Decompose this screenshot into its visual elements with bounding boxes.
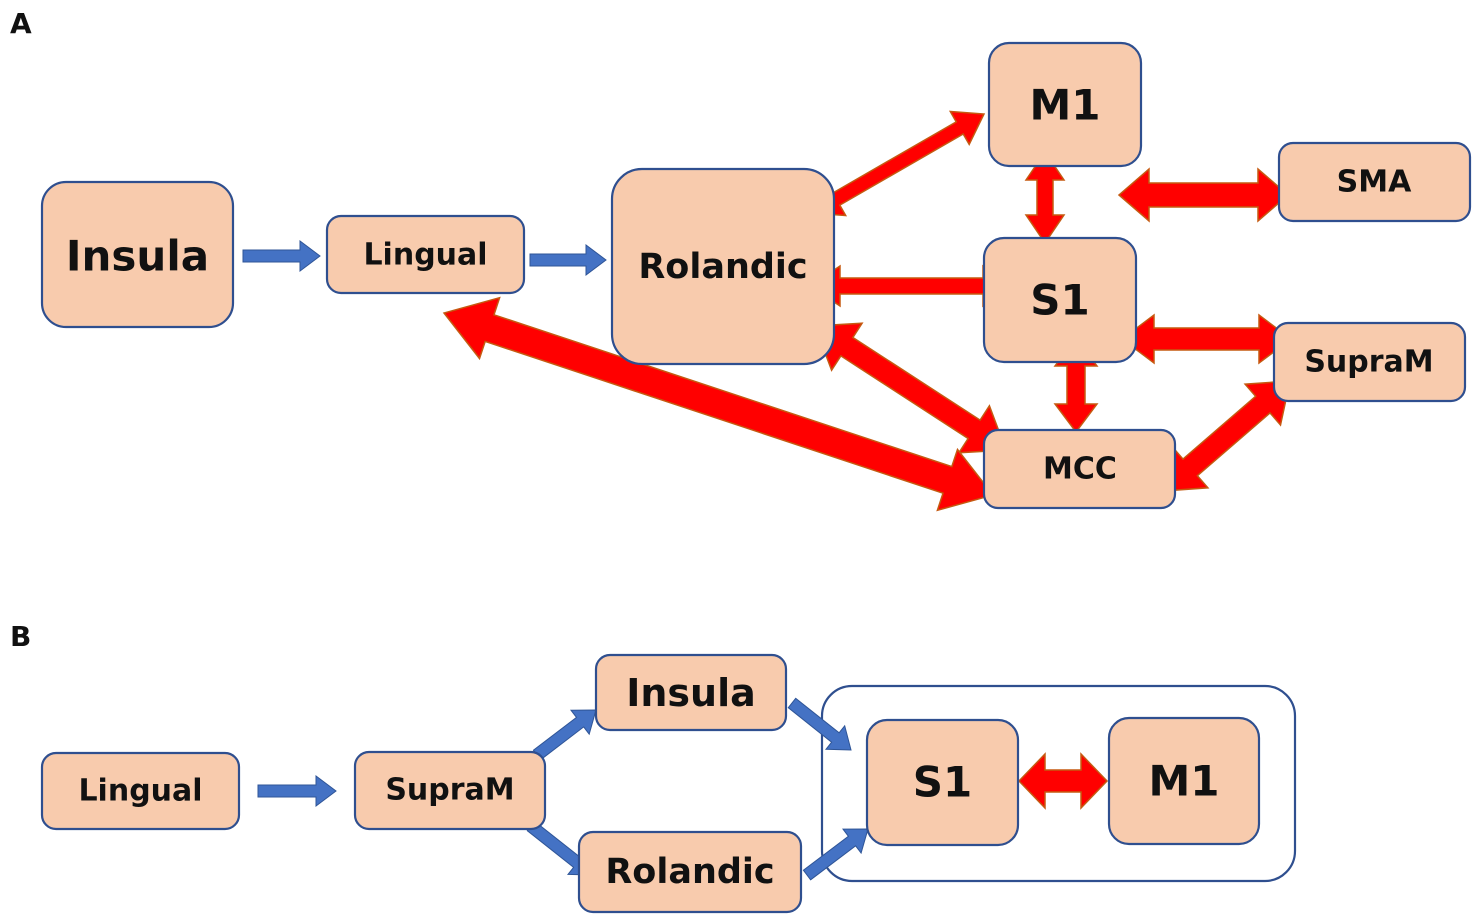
- node-b-supram-label: SupraM: [385, 773, 514, 808]
- arrow-b-lingual-to-supram: [257, 775, 337, 807]
- node-a-lingual-label: Lingual: [363, 238, 487, 273]
- arrow-sma-bidirectional: [1117, 167, 1290, 223]
- node-a-mcc-label: MCC: [1043, 452, 1117, 487]
- node-b-insula: Insula: [594, 653, 788, 732]
- node-b-rolandic: Rolandic: [577, 830, 803, 914]
- node-b-supram: SupraM: [353, 750, 547, 831]
- node-a-lingual: Lingual: [325, 214, 526, 295]
- arrow-b-insula-to-group: [787, 697, 852, 751]
- arrow-insula-to-lingual: [242, 240, 321, 272]
- arrow-b-supram-to-insula: [532, 709, 597, 761]
- node-a-insula-label: Insula: [66, 232, 209, 281]
- node-a-sma: SMA: [1277, 141, 1472, 223]
- node-a-m1-label: M1: [1029, 81, 1100, 130]
- arrow-b-s1-m1: [1017, 752, 1109, 810]
- panel-label-b: B: [10, 620, 31, 653]
- node-b-insula-label: Insula: [626, 671, 756, 715]
- node-a-s1-label: S1: [1030, 276, 1089, 325]
- node-a-supram-label: SupraM: [1304, 345, 1433, 380]
- node-a-insula: Insula: [40, 180, 235, 329]
- s1-m1-group-box: [820, 684, 1297, 883]
- node-a-rolandic: Rolandic: [610, 167, 836, 366]
- node-a-sma-label: SMA: [1337, 165, 1412, 200]
- node-b-m1: M1: [1107, 716, 1261, 846]
- node-b-m1-label: M1: [1148, 757, 1219, 806]
- arrow-lingual-to-rolandic: [529, 244, 607, 276]
- arrow-supram-mcc: [1162, 380, 1291, 492]
- node-a-mcc: MCC: [982, 428, 1177, 510]
- node-b-s1: S1: [865, 718, 1020, 847]
- panel-a-nodes: Insula Lingual Rolandic M1 SMA S1 SupraM: [40, 41, 1472, 510]
- node-a-rolandic-label: Rolandic: [638, 247, 807, 287]
- panel-b-nodes: Lingual SupraM Insula Rolandic S1 M1: [40, 653, 1261, 914]
- node-b-lingual: Lingual: [40, 751, 241, 831]
- arrow-rolandic-s1: [808, 264, 1015, 308]
- node-a-m1: M1: [987, 41, 1143, 168]
- node-b-rolandic-label: Rolandic: [605, 852, 774, 892]
- arrow-b-rolandic-to-group: [802, 828, 869, 881]
- node-b-s1-label: S1: [913, 758, 972, 807]
- panel-b-arrows: [257, 697, 1109, 881]
- arrow-rolandic-m1: [810, 110, 986, 217]
- node-b-lingual-label: Lingual: [78, 774, 202, 809]
- arrow-s1-supram: [1120, 313, 1293, 365]
- node-a-s1: S1: [982, 236, 1138, 364]
- node-a-supram: SupraM: [1272, 321, 1467, 403]
- panel-label-a: A: [10, 7, 32, 40]
